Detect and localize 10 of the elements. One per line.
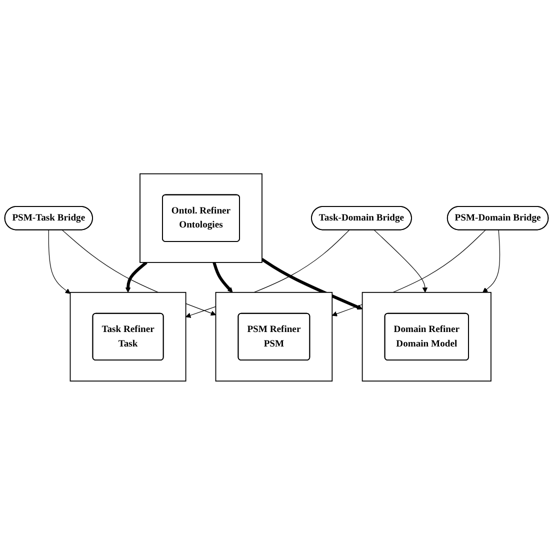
arrow <box>261 258 363 310</box>
cluster <box>362 292 492 382</box>
cluster <box>70 292 186 382</box>
cluster <box>215 292 333 382</box>
arrow <box>374 229 428 292</box>
arrow <box>125 260 148 292</box>
cluster <box>140 172 262 262</box>
arrow <box>482 229 500 292</box>
arrow <box>212 262 233 292</box>
arrow <box>48 229 70 294</box>
